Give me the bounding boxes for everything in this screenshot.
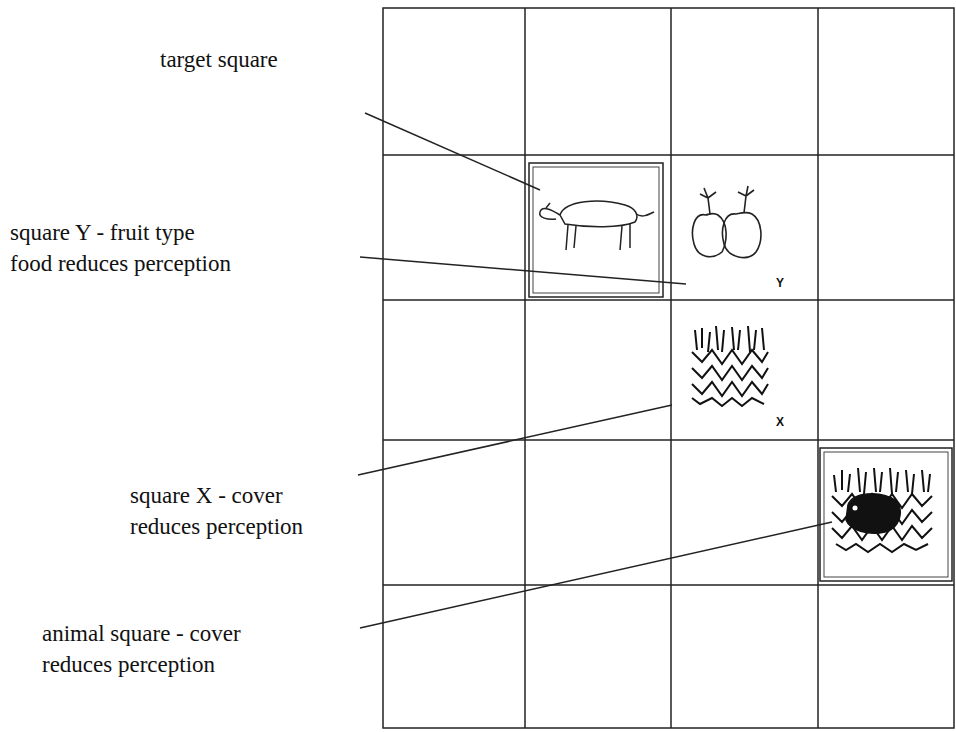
callout-label: square Y - fruit type food reduces perce…: [10, 217, 238, 279]
square-letter: X: [776, 415, 784, 429]
square-letter: Y: [776, 276, 784, 290]
callout-label: square X - cover reduces perception: [130, 480, 320, 542]
callout-label: animal square - cover reduces perception: [42, 618, 272, 680]
callout-label: target square: [160, 44, 278, 75]
